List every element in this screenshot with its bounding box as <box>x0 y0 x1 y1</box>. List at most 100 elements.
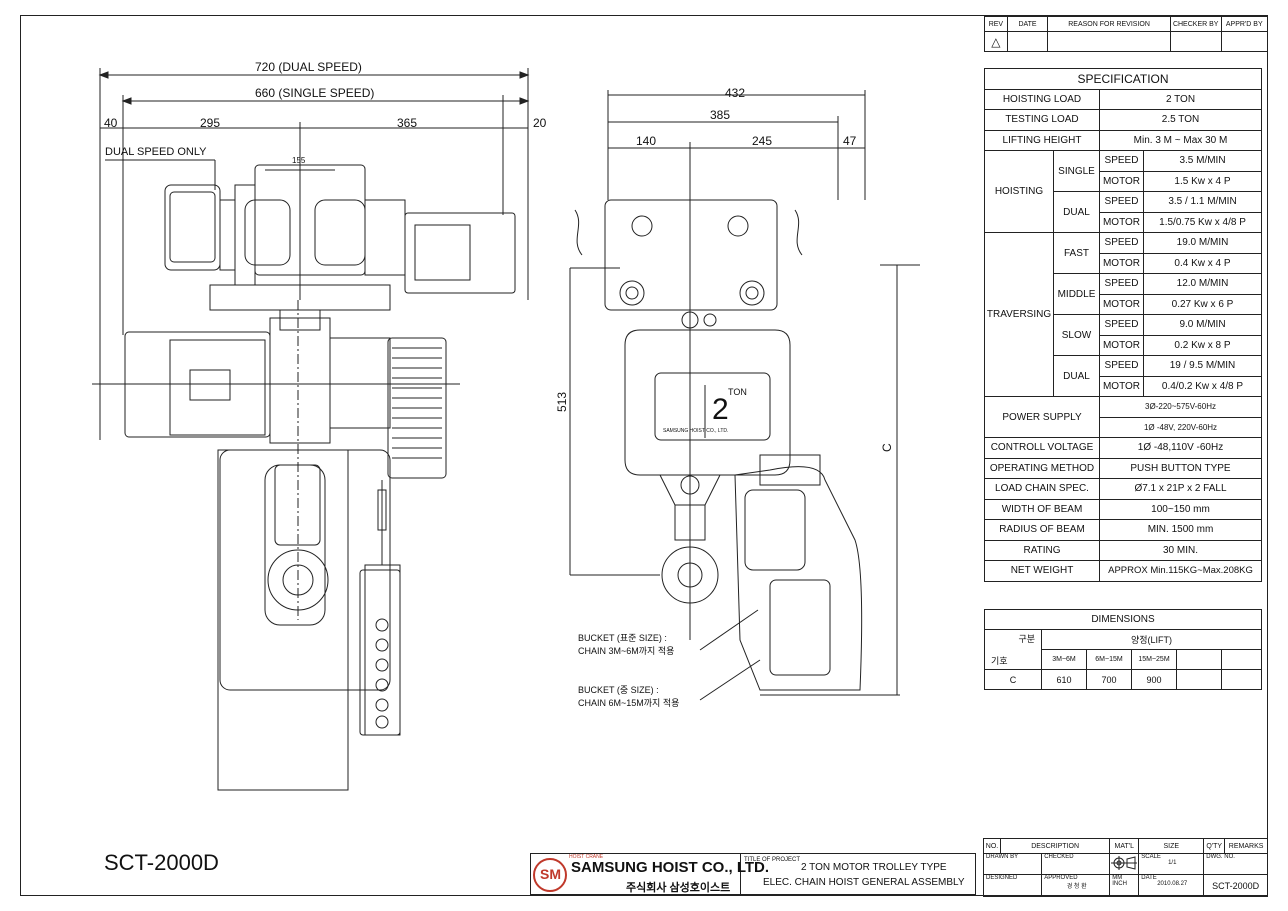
middle-label: MIDDLE <box>1053 273 1100 315</box>
drawn-by-cell: DRAWN BY <box>982 853 1043 875</box>
checked-label: CHECKED <box>1044 854 1074 860</box>
spec-title: SPECIFICATION <box>984 68 1262 90</box>
motor-label: MOTOR <box>1099 293 1144 315</box>
date-label: DATE <box>1141 875 1157 881</box>
approved-value: 경 청 환 <box>1066 884 1087 890</box>
operating-method-label: OPERATING METHOD <box>984 457 1100 479</box>
approved-label: APPROVED <box>1044 875 1078 881</box>
title-line-2: ELEC. CHAIN HOIST GENERAL ASSEMBLY <box>763 877 965 888</box>
trav-dual-speed: 19 / 9.5 M/MIN <box>1143 355 1262 377</box>
dim-155: 155 <box>292 156 306 165</box>
project-title-block: TITLE OF PROJECT 2 TON MOTOR TROLLEY TYP… <box>741 853 976 895</box>
bucket-standard-line1: BUCKET (표준 SIZE) : <box>578 633 667 643</box>
company-block: SM HOIST CRANE SAMSUNG HOIST CO., LTD. 주… <box>530 853 769 895</box>
dim-47: 47 <box>843 134 857 148</box>
testing-load-label: TESTING LOAD <box>984 109 1100 131</box>
checked-cell: CHECKED <box>1041 853 1111 875</box>
projection-symbol-cell <box>1109 853 1140 875</box>
load-chain-value: Ø7.1 x 21P x 2 FALL <box>1099 478 1262 500</box>
operating-method-value: PUSH BUTTON TYPE <box>1099 457 1262 479</box>
hoisting-load-label: HOISTING LOAD <box>984 88 1100 110</box>
dim-val-4 <box>1176 669 1222 690</box>
rev-triangle-icon: △ <box>984 31 1008 52</box>
lift-col-3: 15M~25M <box>1131 649 1177 670</box>
slow-label: SLOW <box>1053 314 1100 356</box>
dim-val-5 <box>1221 669 1262 690</box>
bucket-standard-line2: CHAIN 3M~6M까지 적용 <box>578 646 675 656</box>
lift-header: 양정(LIFT) <box>1041 629 1262 650</box>
drawing-frame <box>20 15 1268 896</box>
specification-table: SPECIFICATION HOISTING LOAD 2 TON TESTIN… <box>984 68 1262 582</box>
date-value: 2010.08.27 <box>1157 881 1188 887</box>
approved-cell: APPROVED 경 청 환 <box>1041 874 1111 897</box>
scale-label: SCALE <box>1141 854 1161 860</box>
dim-40: 40 <box>104 116 118 130</box>
dim-245: 245 <box>752 134 773 148</box>
unit-label-inch: INCH <box>1112 881 1127 887</box>
fast-motor: 0.4 Kw x 4 P <box>1143 252 1262 274</box>
dim-c: C <box>880 443 894 452</box>
scale-value: 1/1 <box>1168 860 1177 866</box>
gubun-label: 구분 <box>1018 634 1035 644</box>
width-beam-label: WIDTH OF BEAM <box>984 498 1100 520</box>
title-line-1: 2 TON MOTOR TROLLEY TYPE <box>801 862 947 873</box>
lift-col-1: 3M~6M <box>1041 649 1087 670</box>
dim-val-3: 900 <box>1131 669 1177 690</box>
logo-text: SM <box>540 866 561 882</box>
reason-header: REASON FOR REVISION <box>1047 16 1171 32</box>
width-beam-value: 100~150 mm <box>1099 498 1262 520</box>
nameplate-number: 2 <box>712 393 729 426</box>
dim-720: 720 (DUAL SPEED) <box>255 60 362 74</box>
logo-arc-text: HOIST CRANE <box>569 854 604 860</box>
rev-approved-cell <box>1220 31 1268 52</box>
dimensions-title: DIMENSIONS <box>984 609 1262 630</box>
dimensions-corner: 구분 기호 <box>984 629 1042 670</box>
dim-660: 660 (SINGLE SPEED) <box>255 86 375 100</box>
traversing-label: TRAVERSING <box>984 232 1054 397</box>
middle-speed: 12.0 M/MIN <box>1143 273 1262 295</box>
side-view-dimensions <box>569 90 920 696</box>
dim-385: 385 <box>710 108 731 122</box>
unit-cell: MM INCH <box>1109 874 1140 897</box>
hoisting-load-value: 2 TON <box>1099 88 1262 110</box>
speed-label: SPEED <box>1099 273 1144 295</box>
company-logo: SM <box>533 858 567 892</box>
radius-beam-label: RADIUS OF BEAM <box>984 519 1100 541</box>
designed-label: DESIGNED <box>986 875 1018 881</box>
speed-label: SPEED <box>1099 232 1144 254</box>
hoist-dual-motor: 1.5/0.75 Kw x 4/8 P <box>1143 211 1262 233</box>
nameplate-maker: SAMSUNG HOIST CO., LTD. <box>663 428 729 434</box>
dim-513: 513 <box>555 391 569 412</box>
hoisting-single-label: SINGLE <box>1053 150 1100 192</box>
description-header: DESCRIPTION <box>999 838 1111 854</box>
bucket-medium-line1: BUCKET (중 SIZE) : <box>578 685 659 695</box>
load-chain-label: LOAD CHAIN SPEC. <box>984 478 1100 500</box>
checker-header: CHECKER BY <box>1169 16 1222 32</box>
dim-val-2: 700 <box>1086 669 1132 690</box>
front-view-hoist <box>92 164 516 791</box>
hoist-single-motor: 1.5 Kw x 4 P <box>1143 170 1262 192</box>
company-name-kr: 주식회사 삼성호이스트 <box>626 882 731 894</box>
model-code: SCT-2000D <box>104 850 219 875</box>
lift-col-2: 6M~15M <box>1086 649 1132 670</box>
designed-cell: DESIGNED <box>982 874 1043 897</box>
bucket-medium-line2: CHAIN 6M~15M까지 적용 <box>578 698 680 708</box>
dim-20: 20 <box>533 116 547 130</box>
net-weight-label: NET WEIGHT <box>984 560 1100 582</box>
dwg-no-value: SCT-2000D <box>1203 874 1268 897</box>
date-header: DATE <box>1006 16 1049 32</box>
dim-row-label: C <box>984 669 1042 690</box>
rating-value: 30 MIN. <box>1099 539 1262 561</box>
dim-val-1: 610 <box>1041 669 1087 690</box>
giho-label: 기호 <box>991 656 1008 666</box>
fast-speed: 19.0 M/MIN <box>1143 232 1262 254</box>
lifting-height-label: LIFTING HEIGHT <box>984 129 1100 151</box>
motor-label: MOTOR <box>1099 334 1144 356</box>
motor-label: MOTOR <box>1099 252 1144 274</box>
dimensions-table: DIMENSIONS 구분 기호 양정(LIFT) 3M~6M 6M~15M 1… <box>984 609 1262 690</box>
remarks-header: REMARKS <box>1224 838 1268 854</box>
fast-label: FAST <box>1053 232 1100 274</box>
trav-dual-label: DUAL <box>1053 355 1100 397</box>
hoist-dual-speed: 3.5 / 1.1 M/MIN <box>1143 191 1262 213</box>
